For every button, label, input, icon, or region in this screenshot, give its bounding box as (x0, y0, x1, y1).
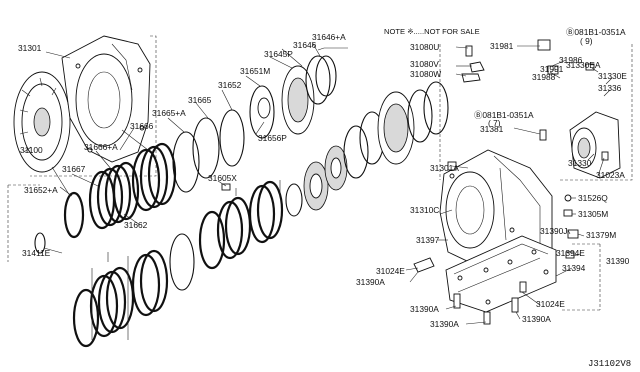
label-31379m: 31379M (586, 230, 616, 240)
label-31024e-right: 31024E (536, 299, 565, 309)
label-081b1-mid: Ⓑ081B1-0351A (474, 110, 534, 120)
label-31301: 31301 (18, 43, 42, 53)
label-31080w: 31080W (410, 69, 441, 79)
label-31665a: 31665+A (152, 108, 186, 118)
note-text: NOTE ※.....NOT FOR SALE (384, 27, 480, 36)
label-081b1-top: Ⓑ081B1-0351A (566, 27, 626, 37)
label-31652: 31652 (218, 80, 242, 90)
label-31646: 31646 (293, 40, 317, 50)
label-31080v: 31080V (410, 59, 439, 69)
label-31397: 31397 (416, 235, 440, 245)
label-31981: 31981 (490, 41, 514, 51)
planetary-set (249, 55, 449, 217)
label-081b1-top-qty: ( 9) (580, 36, 593, 46)
label-31390j: 31390J (540, 226, 567, 236)
clutch-pack-lower (72, 180, 284, 348)
label-31394e: 31394E (556, 248, 585, 258)
label-31986: 31986 (559, 55, 583, 65)
label-31651m: 31651M (240, 66, 270, 76)
label-31666a: 31666+A (84, 142, 118, 152)
label-31100: 31100 (20, 145, 43, 155)
label-31305m: 31305M (578, 209, 608, 219)
converter-housing (61, 35, 151, 163)
label-31080u: 31080U (410, 42, 439, 52)
label-31330: 31330 (568, 158, 592, 168)
label-31390a-bottom-right: 31390A (522, 314, 551, 324)
diagram-ref: J31102V8 (588, 359, 631, 369)
leader-lines (43, 41, 613, 325)
label-31667: 31667 (62, 164, 86, 174)
label-31645p: 31645P (264, 49, 293, 59)
oil-pan (445, 235, 557, 313)
torque-converter (13, 71, 71, 173)
label-31390a-left: 31390A (356, 277, 385, 287)
label-31526q: 31526Q (578, 193, 608, 203)
label-31301a: 31301A (430, 163, 459, 173)
label-31646a: 31646+A (312, 32, 346, 42)
clutch-pack-left (34, 109, 245, 254)
label-31336: 31336 (598, 83, 622, 93)
label-31330e: 31330E (598, 71, 627, 81)
label-31988: 31988 (532, 72, 556, 82)
label-31023a: 31023A (596, 170, 625, 180)
rear-extension (569, 111, 621, 179)
label-31330ea: 31330EA (566, 60, 601, 70)
label-31652a: 31652+A (24, 185, 58, 195)
label-31390a-bottom: 31390A (430, 319, 459, 329)
label-31390a-bottom-left: 31390A (410, 304, 439, 314)
label-31411e: 31411E (22, 248, 51, 258)
label-31381: 31381 (480, 124, 504, 134)
label-31310c: 31310C (410, 205, 439, 215)
label-31605x: 31605X (208, 173, 237, 183)
label-31390: 31390 (606, 256, 630, 266)
label-31656p: 31656P (258, 133, 287, 143)
label-31665: 31665 (188, 95, 212, 105)
label-31991: 31991 (540, 64, 564, 74)
label-081b1-mid-qty: ( 7) (488, 118, 501, 128)
label-31394: 31394 (562, 263, 586, 273)
label-31662: 31662 (124, 220, 148, 230)
label-31024e-left: 31024E (376, 266, 405, 276)
label-31666: 31666 (130, 121, 154, 131)
